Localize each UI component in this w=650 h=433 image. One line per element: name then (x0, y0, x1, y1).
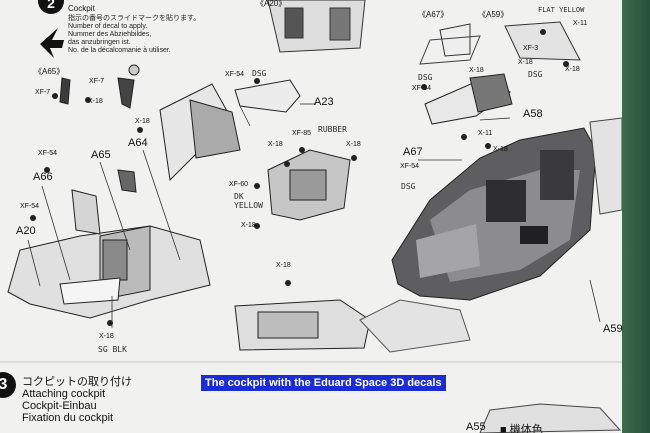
line-art (0, 0, 622, 433)
part-label-a65-top: 《A65》 (34, 67, 65, 76)
color-code: X-11 (478, 130, 493, 137)
color-code: X-18 (276, 262, 291, 269)
top-cockpit-drawing (267, 0, 366, 53)
step-title-en: Attaching cockpit (22, 388, 106, 400)
color-code: X-18 (346, 141, 361, 148)
part-label-a59-top: 《A59》 (478, 10, 509, 19)
step-title-de: Cockpit-Einbau (22, 400, 97, 412)
top-right-parts (439, 21, 581, 61)
color-code: XF-54 (38, 150, 58, 157)
handwritten-note: SG BLK (98, 345, 127, 354)
color-code: XF-7 (89, 78, 105, 85)
part-label-a55: A55 (466, 421, 486, 433)
decal-note-de: Nummer des Abziehbildes, (68, 31, 152, 38)
color-code: X-18 (493, 146, 508, 153)
leader-lines (27, 103, 601, 328)
handwritten-note: RUBBER (318, 125, 347, 134)
part-label-a58: A58 (523, 108, 543, 120)
handwritten-note: DK YELLOW (234, 192, 263, 210)
color-code: XF-3 (523, 45, 539, 52)
instruction-sheet: 2 Cockpit 指示の番号のスライドマークを貼ります。 Number of … (0, 0, 622, 433)
color-code: XF-54 (225, 71, 245, 78)
handwritten-note: DSG (418, 73, 433, 82)
color-code: X-18 (241, 222, 256, 229)
step-number-badge-bottom: 3 (0, 372, 16, 398)
color-code: XF-54 (400, 163, 420, 170)
decal-instruction-note: 指示の番号のスライドマークを貼ります。 Number of decal to a… (68, 15, 200, 55)
decal-note-de2: das anzubringen ist. (68, 39, 131, 46)
color-code: X-18 (518, 59, 533, 66)
color-markers (30, 29, 569, 326)
color-code: X-18 (88, 98, 103, 105)
part-label-a20-top: 《A20》 (256, 0, 287, 8)
decal-note-jp: 指示の番号のスライドマークを貼ります。 (68, 15, 201, 22)
color-code: XF-60 (229, 181, 249, 188)
color-code: XF-7 (35, 89, 51, 96)
seat-panel (71, 83, 241, 235)
color-code: XF-54 (412, 85, 432, 92)
body-color-legend: ■ 機体色 (500, 424, 543, 433)
color-code: X-18 (99, 333, 114, 340)
color-code: X-18 (565, 66, 580, 73)
panel-a58 (424, 73, 513, 125)
part-label-a23: A23 (314, 96, 334, 108)
part-label-a67: A67 (403, 146, 423, 158)
arrow-icon (40, 28, 64, 58)
color-code: X-18 (135, 118, 150, 125)
part-label-a67-top: 《A67》 (418, 10, 449, 19)
step-bottom-header: コクピットの取り付け Attaching cockpit Cockpit-Ein… (22, 376, 132, 424)
color-code: X-11 (573, 20, 588, 27)
side-console (267, 149, 351, 221)
photo-caption: The cockpit with the Eduard Space 3D dec… (201, 375, 446, 391)
handwritten-note: DSG (401, 182, 416, 191)
decal-note-en: Number of decal to apply. (68, 23, 148, 30)
step-title-jp: コクピットの取り付け (22, 376, 132, 388)
part-label-a66: A66 (33, 171, 53, 183)
color-code: XF-85 (292, 130, 312, 137)
handwritten-note: DSG (252, 69, 267, 78)
part-label-a20: A20 (16, 225, 36, 237)
part-label-a64: A64 (128, 137, 148, 149)
part-label-a59: A59 (603, 323, 622, 335)
left-cockpit-tub (7, 225, 211, 319)
part-label-a65: A65 (91, 149, 111, 161)
floor-panel (234, 299, 371, 351)
color-code: X-18 (469, 67, 484, 74)
decal-note-fr: No. de la décalcomanie à utiliser. (68, 47, 171, 54)
step-title: Cockpit (68, 4, 95, 13)
panel-a23 (234, 79, 301, 113)
left-small-parts (59, 64, 140, 193)
cutting-mat (622, 0, 650, 433)
color-code: XF-54 (20, 203, 40, 210)
photo-cockpit (391, 127, 597, 301)
color-code: X-18 (268, 141, 283, 148)
step-title-fr: Fixation du cockpit (22, 412, 114, 424)
step-number-badge: 2 (38, 0, 64, 14)
handwritten-note: DSG (528, 70, 543, 79)
handwritten-note: FLAT YELLOW (538, 6, 585, 14)
